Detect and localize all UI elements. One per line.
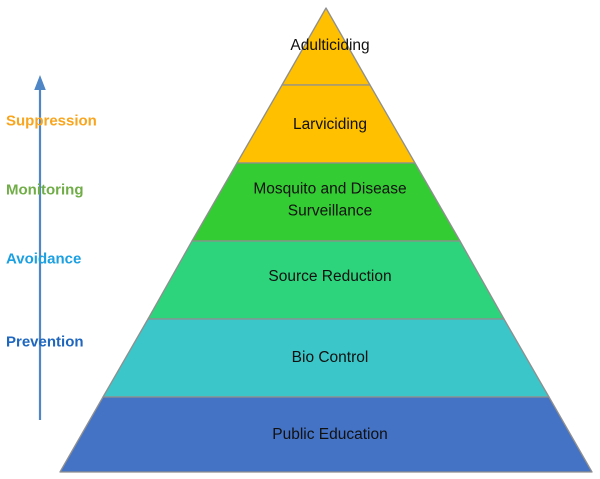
level-label-source-reduction: Source Reduction [268,268,392,286]
side-label-suppression: Suppression [6,112,97,130]
side-axis-arrowhead-icon [34,75,46,90]
level-label-larviciding: Larviciding [292,116,368,134]
pyramid-level-public-education-shape [59,396,593,473]
level-label-adulticiding: Adulticiding [290,37,370,55]
level-label-bio-control: Bio Control [291,349,369,367]
side-label-prevention: Prevention [6,333,84,351]
side-label-monitoring: Monitoring [6,181,84,199]
side-label-avoidance: Avoidance [6,250,82,268]
level-label-surveillance: Mosquito and Disease Surveillance [253,180,407,219]
level-label-public-education: Public Education [272,426,388,444]
